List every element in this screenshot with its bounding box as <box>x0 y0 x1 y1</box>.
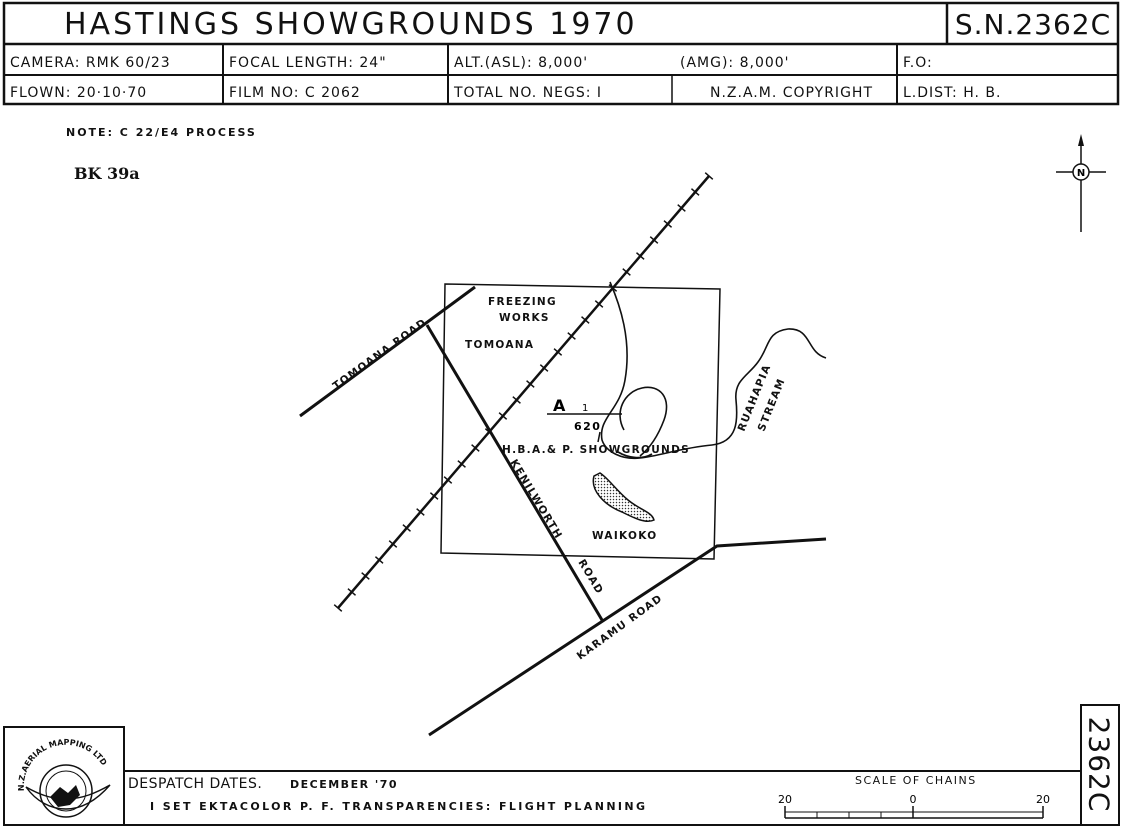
photo-coverage-frame <box>440 283 721 560</box>
scale-bar: 20 0 20 <box>778 793 1050 819</box>
photo-letter: A <box>553 396 566 415</box>
film-number-field: FILM NO: C 2062 <box>229 85 361 101</box>
location-district-field: L.DIST: H. B. <box>903 85 1002 101</box>
railway-tie <box>388 540 398 548</box>
railway-tie <box>429 492 439 500</box>
railway-tie <box>553 348 563 356</box>
railway-tie <box>539 364 549 372</box>
railway-tie <box>663 220 673 228</box>
nz-aerial-mapping-logo: N.Z.AERIAL MAPPING LTD <box>17 738 111 818</box>
railway-tie <box>690 188 700 196</box>
karamu-road <box>428 537 827 737</box>
railway-tie <box>594 300 604 308</box>
product-description: I SET EKTACOLOR P. F. TRANSPARENCIES: FL… <box>150 800 648 813</box>
flown-field: FLOWN: 20·10·70 <box>10 85 148 101</box>
despatch-dates-value: DECEMBER '70 <box>290 778 399 791</box>
focal-length-field: FOCAL LENGTH: 24" <box>229 55 387 71</box>
photo-number: 620 <box>574 420 601 433</box>
scale-zero-label: 0 <box>910 793 917 806</box>
label-works: WORKS <box>499 312 550 324</box>
total-negs-field: TOTAL NO. NEGS: I <box>454 85 603 101</box>
label-tomoana: TOMOANA <box>465 339 534 351</box>
railway-tie <box>471 444 480 452</box>
railway-tie <box>581 316 590 324</box>
sheet-number: S.N.2362C <box>954 7 1112 41</box>
camera-field: CAMERA: RMK 60/23 <box>10 55 171 71</box>
label-waikoko: WAIKOKO <box>592 530 657 542</box>
despatch-dates-label: DESPATCH DATES. <box>128 776 263 792</box>
railway-tie <box>416 508 425 516</box>
label-showgrounds: H.B.A.& P. SHOWGROUNDS <box>502 444 690 456</box>
showground-track-end <box>617 451 653 459</box>
sheet-number-vertical: 2362C <box>1082 716 1116 812</box>
railway-tie <box>677 204 686 212</box>
copyright-field: N.Z.A.M. COPYRIGHT <box>710 85 873 101</box>
railway-tie <box>512 396 521 404</box>
scale-title: SCALE OF CHAINS <box>855 774 977 787</box>
railway-line <box>333 172 714 612</box>
railway-tie <box>361 572 370 580</box>
waikoko-lagoon <box>592 472 655 523</box>
ruahapia-stream <box>600 281 827 460</box>
book-reference: BK 39a <box>74 164 140 183</box>
showground-track <box>619 386 668 457</box>
photo-centre-tick <box>597 431 601 443</box>
railway-tie <box>374 556 384 564</box>
railway-tie <box>526 380 535 388</box>
railway-tie <box>498 412 508 420</box>
scale-right-label: 20 <box>1036 793 1050 806</box>
header-frame <box>2 1 1120 106</box>
label-freezing: FREEZING <box>488 296 557 308</box>
altitude-asl-field: ALT.(ASL): 8,000' <box>454 55 589 71</box>
process-note: NOTE: C 22/E4 PROCESS <box>66 126 257 139</box>
railway-tie <box>347 588 357 596</box>
railway-tie <box>704 172 714 180</box>
fo-field: F.O: <box>903 55 933 71</box>
north-arrow-icon: N <box>1056 134 1106 232</box>
railway-tie <box>443 476 453 484</box>
north-label: N <box>1077 168 1085 179</box>
tomoana-road <box>299 285 476 418</box>
railway-tie <box>333 604 343 612</box>
railway-tie <box>622 268 631 276</box>
photo-tick: 1 <box>582 403 588 414</box>
railway-tie <box>636 252 645 260</box>
railway-tie <box>567 332 576 340</box>
railway-tie <box>457 460 466 468</box>
altitude-amg-field: (AMG): 8,000' <box>680 55 790 71</box>
scale-left-label: 20 <box>778 793 792 806</box>
railway-tie <box>649 236 659 244</box>
kenilworth-road <box>425 324 604 621</box>
railway-tie <box>402 524 411 532</box>
map-title: HASTINGS SHOWGROUNDS 1970 <box>64 6 638 42</box>
